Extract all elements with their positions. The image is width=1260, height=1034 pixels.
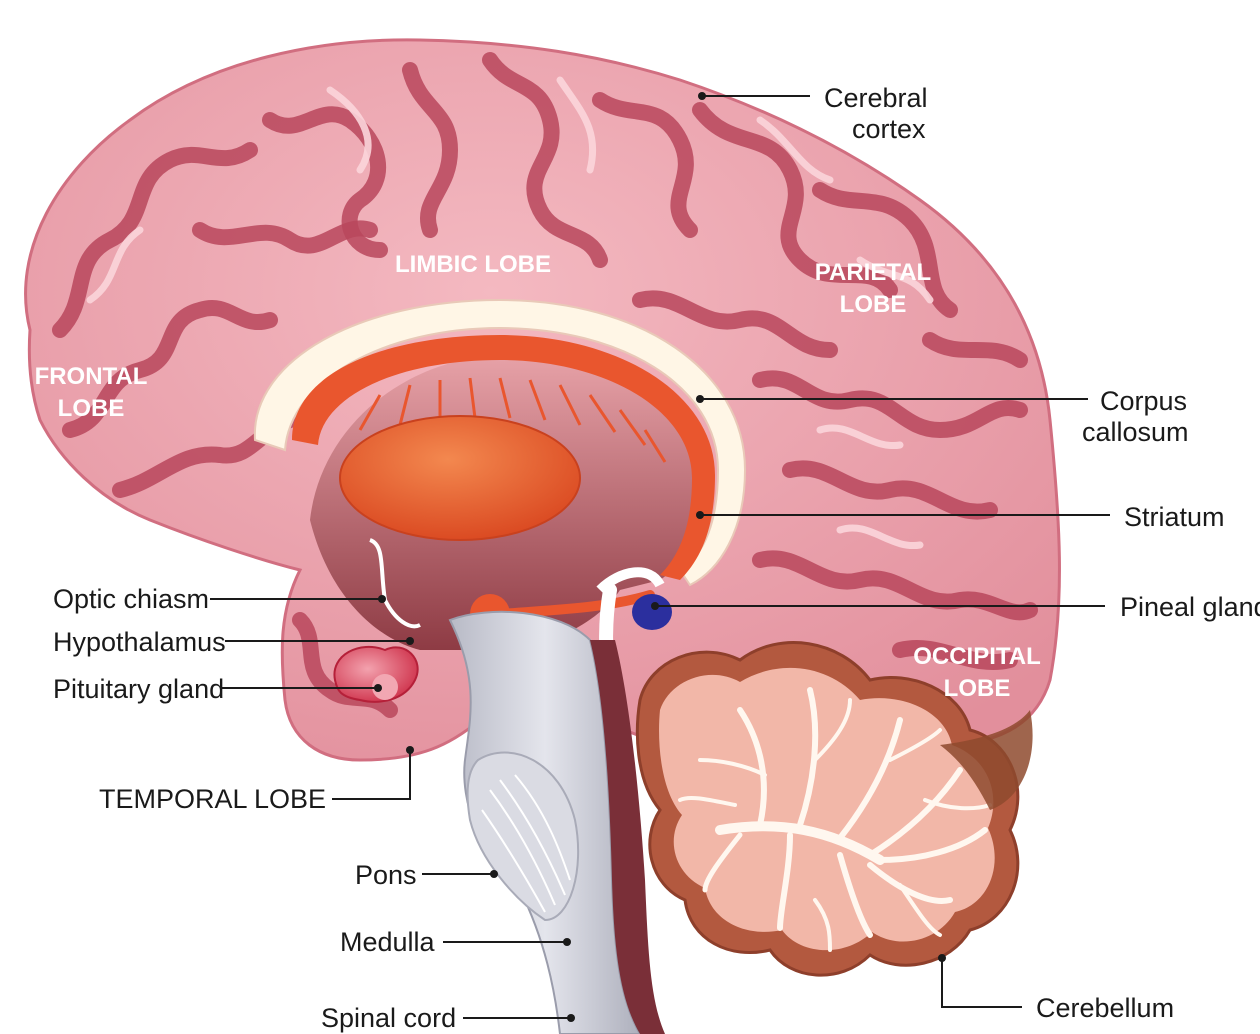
pineal-gland	[632, 594, 672, 630]
label-corpus-callosum-line2: callosum	[1082, 417, 1189, 447]
thalamus	[339, 415, 581, 541]
striatum-fibres	[358, 377, 667, 463]
label-pituitary-gland: Pituitary gland	[53, 674, 224, 704]
label-hypothalamus: Hypothalamus	[53, 627, 226, 657]
optic-contour	[369, 538, 421, 629]
label-cerebral-cortex-line2: cortex	[852, 114, 926, 144]
label-optic-chiasm: Optic chiasm	[53, 584, 209, 614]
lobe-label-parietal-line2: LOBE	[840, 291, 907, 318]
label-pineal-gland: Pineal gland	[1120, 592, 1260, 622]
pons	[466, 751, 580, 922]
leader-lines	[210, 92, 1110, 1022]
tentorium	[940, 710, 1033, 810]
arbor-vitae	[678, 687, 992, 952]
lobe-label-occipital-line2: LOBE	[944, 675, 1011, 702]
label-pons: Pons	[355, 860, 417, 890]
pituitary-lobe	[372, 674, 398, 700]
label-temporal-lobe: TEMPORAL LOBE	[99, 784, 326, 814]
lobe-label-limbic: LIMBIC LOBE	[395, 251, 551, 278]
cerebellum-inner	[659, 667, 995, 951]
pons-fibres	[481, 774, 571, 913]
brainstem-posterior	[590, 640, 665, 1034]
label-striatum: Striatum	[1124, 502, 1225, 532]
label-cerebral-cortex-line1: Cerebral	[824, 83, 928, 113]
lobe-label-frontal-line2: LOBE	[58, 395, 125, 422]
pineal-recess	[596, 567, 665, 594]
label-cerebellum: Cerebellum	[1036, 993, 1174, 1023]
label-corpus-callosum-line1: Corpus	[1100, 386, 1187, 416]
label-medulla: Medulla	[340, 927, 436, 957]
lobe-label-occipital-line1: OCCIPITAL	[913, 643, 1041, 670]
lobe-label-frontal-line1: FRONTAL	[35, 363, 148, 390]
label-spinal-cord: Spinal cord	[321, 1003, 456, 1033]
lobe-label-parietal-line1: PARIETAL	[815, 259, 931, 286]
